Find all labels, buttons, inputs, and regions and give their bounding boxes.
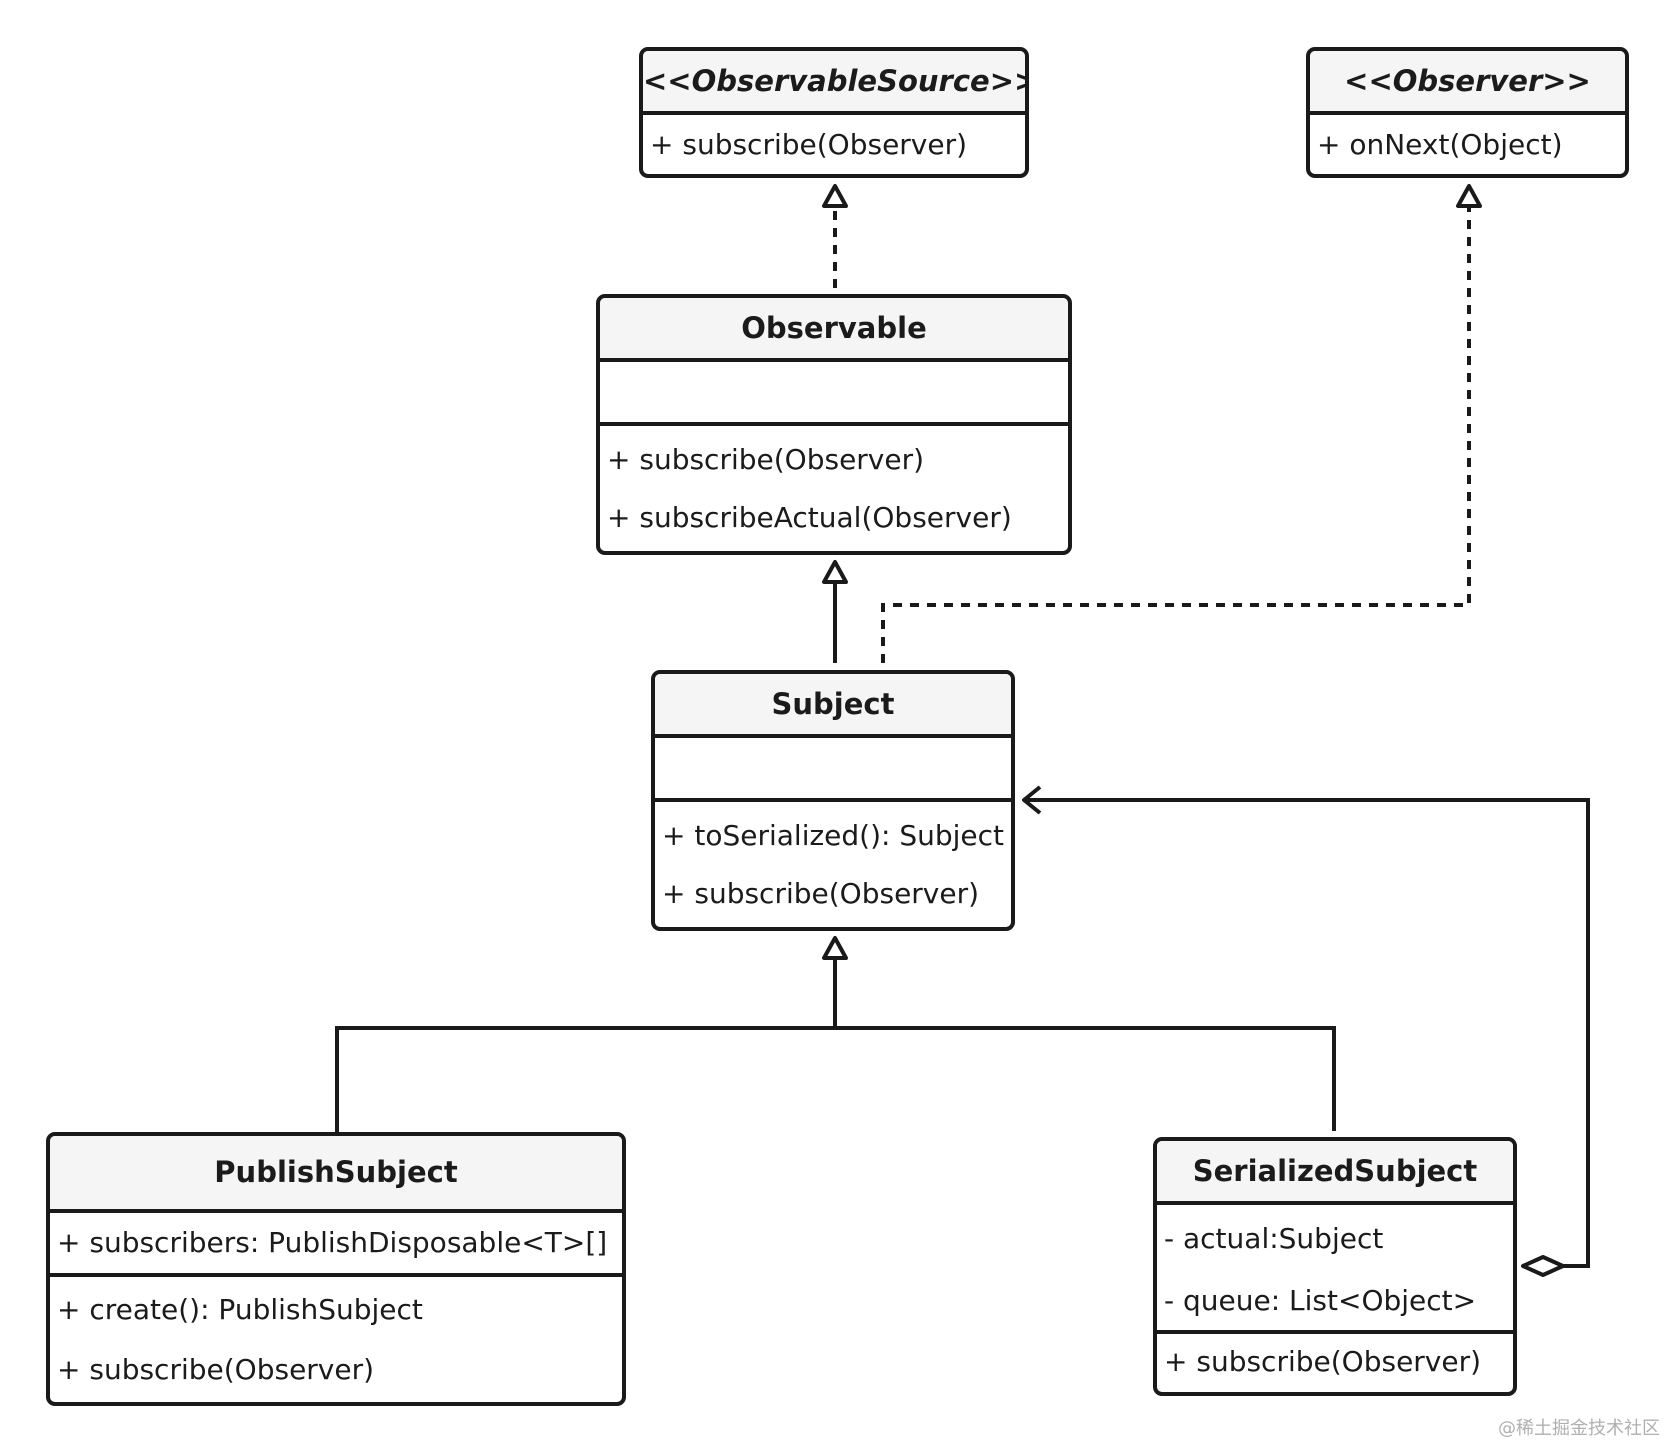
method-item: + create(): PublishSubject (57, 1293, 423, 1326)
method-item: + subscribe(Observer) (1164, 1345, 1482, 1378)
class-serialized-subject[interactable]: SerializedSubject - actual:Subject - que… (1153, 1137, 1517, 1396)
inheritance-subject-to-observable (822, 560, 848, 663)
class-name: SerializedSubject (1157, 1141, 1513, 1205)
class-name: <<ObservableSource>> (643, 51, 1025, 115)
class-observable-source[interactable]: <<ObservableSource>> + subscribe(Observe… (639, 47, 1029, 178)
method-item: + subscribeActual(Observer) (607, 501, 1012, 534)
attributes-compartment (600, 362, 1068, 426)
attributes-compartment (655, 738, 1011, 802)
aggregation-serializedsubject-to-subject (1022, 785, 1590, 1277)
attribute-item: - actual:Subject (1164, 1222, 1384, 1255)
watermark: @稀土掘金技术社区 (1498, 1418, 1660, 1439)
methods-compartment: + toSerialized(): Subject + subscribe(Ob… (655, 802, 1011, 927)
realization-subject-to-observer (881, 184, 1482, 663)
method-item: + subscribe(Observer) (650, 128, 968, 161)
class-name: PublishSubject (50, 1136, 622, 1213)
methods-compartment: + create(): PublishSubject + subscribe(O… (50, 1277, 622, 1402)
class-name: Observable (600, 298, 1068, 362)
method-item: + onNext(Object) (1317, 128, 1563, 161)
method-item: + toSerialized(): Subject (662, 819, 1005, 852)
attributes-compartment: + subscribers: PublishDisposable<T>[] (50, 1213, 622, 1277)
class-name: Subject (655, 674, 1011, 738)
methods-compartment: + subscribe(Observer) + subscribeActual(… (600, 426, 1068, 551)
class-observable[interactable]: Observable + subscribe(Observer) + subsc… (596, 294, 1072, 555)
method-item: + subscribe(Observer) (57, 1353, 375, 1386)
methods-compartment: + subscribe(Observer) (1157, 1334, 1513, 1392)
class-subject[interactable]: Subject + toSerialized(): Subject + subs… (651, 670, 1015, 931)
class-observer[interactable]: <<Observer>> + onNext(Object) (1306, 47, 1629, 178)
method-item: + subscribe(Observer) (662, 877, 980, 910)
attribute-item: + subscribers: PublishDisposable<T>[] (57, 1226, 608, 1259)
attribute-item: - queue: List<Object> (1164, 1284, 1477, 1317)
methods-compartment: + subscribe(Observer) (643, 115, 1025, 174)
class-name: <<Observer>> (1310, 51, 1625, 115)
inheritance-children-to-subject (335, 936, 1336, 1132)
class-publish-subject[interactable]: PublishSubject + subscribers: PublishDis… (46, 1132, 626, 1406)
attributes-compartment: - actual:Subject - queue: List<Object> (1157, 1205, 1513, 1334)
methods-compartment: + onNext(Object) (1310, 115, 1625, 174)
method-item: + subscribe(Observer) (607, 443, 925, 476)
realization-observable-to-observablesource (822, 184, 848, 288)
